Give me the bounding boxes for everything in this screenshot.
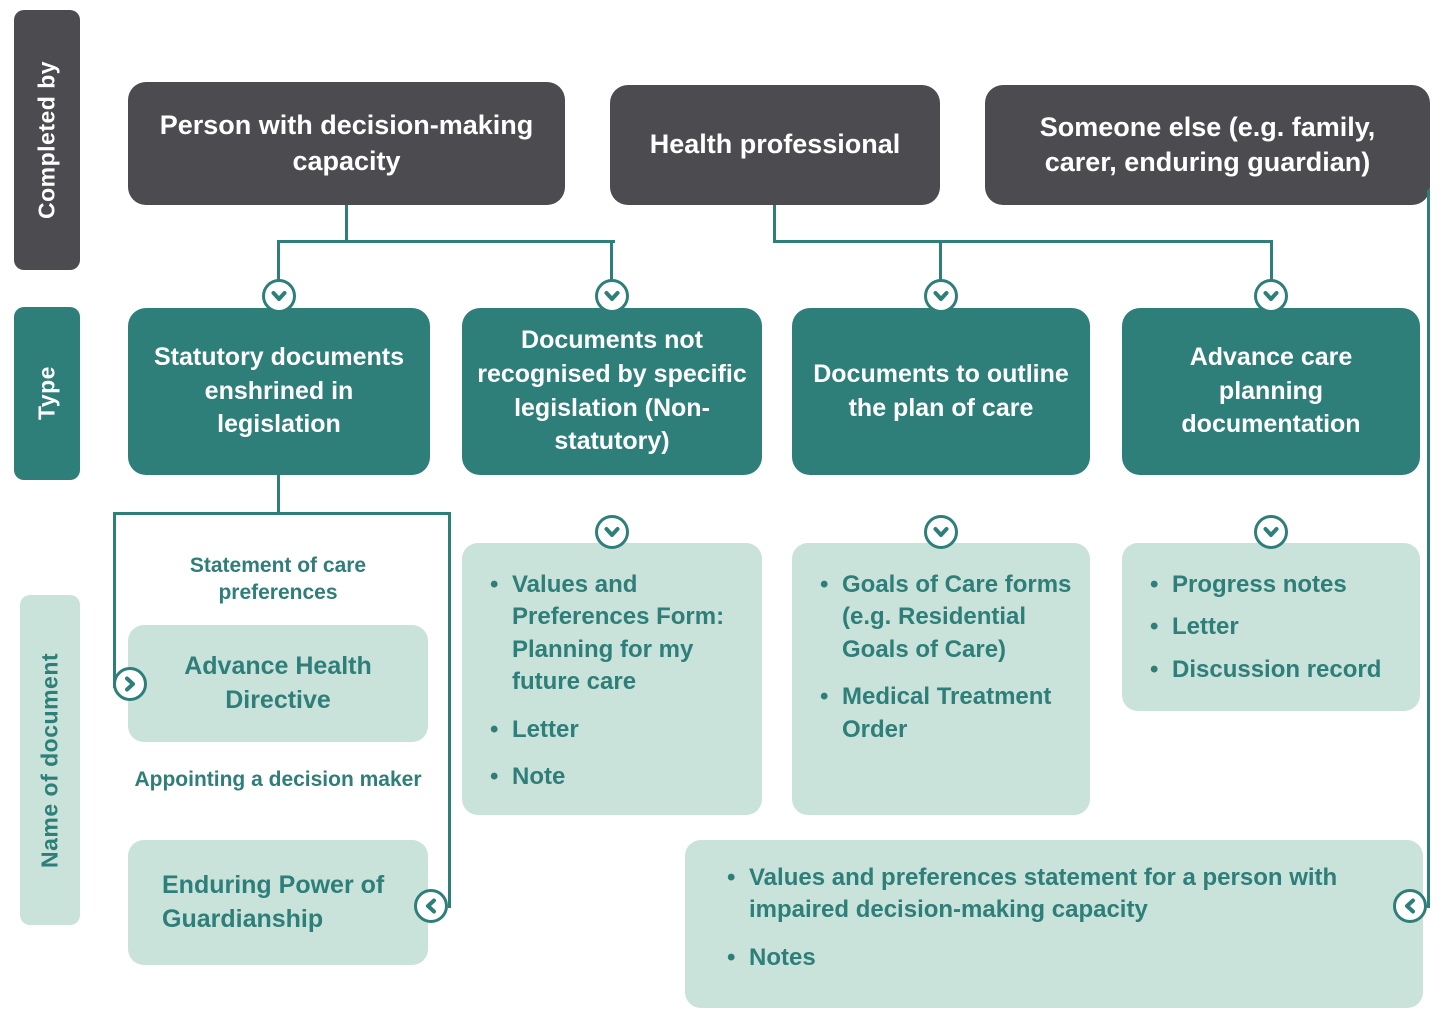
type-acp-documentation-box: Advance care planning documentation: [1122, 308, 1420, 475]
completed-by-person-box: Person with decision-making capacity: [128, 82, 565, 205]
list-item: Letter: [1146, 611, 1402, 644]
chevron-down-icon: [924, 515, 958, 549]
list-item: Medical Treatment Order: [816, 681, 1072, 746]
connector-someone-else-drop: [1427, 190, 1430, 908]
row-label-type: Type: [14, 307, 80, 480]
list-item: Notes: [723, 942, 1383, 975]
chevron-down-icon: [595, 515, 629, 549]
connector-drop-type2: [610, 240, 613, 288]
type-plan-of-care-box: Documents to outline the plan of care: [792, 308, 1090, 475]
connector-health-branch: [773, 240, 1273, 243]
advance-health-directive-box: Advance Health Directive: [128, 625, 428, 742]
connector-drop-type1: [277, 240, 280, 288]
connector-drop-type4: [1270, 240, 1273, 288]
connector-person-branch: [278, 240, 615, 243]
list-item: Values and preferences statement for a p…: [723, 862, 1383, 927]
appointing-decision-maker-label: Appointing a decision maker: [134, 768, 422, 791]
connector-statutory-stem: [277, 475, 280, 515]
connector-statutory-right-drop: [448, 512, 451, 908]
row-label-name-of-document: Name of document: [20, 595, 80, 925]
chevron-down-icon: [262, 279, 296, 313]
chevron-right-icon: [113, 667, 147, 701]
list-item: Discussion record: [1146, 654, 1402, 687]
acp-documentation-box: Progress notes Letter Discussion record: [1122, 543, 1420, 711]
type-non-statutory-box: Documents not recognised by specific leg…: [462, 308, 762, 475]
someone-else-documents-box: Values and preferences statement for a p…: [685, 840, 1423, 1008]
non-statutory-documents-box: Values and Preferences Form: Planning fo…: [462, 543, 762, 815]
list-item: Values and Preferences Form: Planning fo…: [486, 569, 744, 699]
connector-health-stem: [773, 205, 776, 242]
chevron-down-icon: [595, 279, 629, 313]
list-item: Progress notes: [1146, 569, 1402, 602]
list-item: Note: [486, 761, 744, 794]
completed-by-someone-else-box: Someone else (e.g. family, carer, enduri…: [985, 85, 1430, 205]
plan-of-care-documents-box: Goals of Care forms (e.g. Residential Go…: [792, 543, 1090, 815]
chevron-down-icon: [1254, 515, 1288, 549]
row-label-completed-by: Completed by: [14, 10, 80, 270]
list-item: Goals of Care forms (e.g. Residential Go…: [816, 569, 1072, 666]
chevron-down-icon: [1254, 279, 1288, 313]
type-statutory-box: Statutory documents enshrined in legisla…: [128, 308, 430, 475]
connector-person-stem: [345, 205, 348, 242]
list-item: Letter: [486, 714, 744, 747]
connector-statutory-left-drop: [113, 512, 116, 688]
chevron-left-icon: [1393, 889, 1427, 923]
connector-statutory-branch: [113, 512, 451, 515]
enduring-power-guardianship-box: Enduring Power of Guardianship: [128, 840, 428, 965]
connector-drop-type3: [939, 240, 942, 288]
chevron-down-icon: [924, 279, 958, 313]
chevron-left-icon: [414, 889, 448, 923]
statement-of-care-preferences-label: Statement of care preferences: [189, 554, 367, 605]
completed-by-health-professional-box: Health professional: [610, 85, 940, 205]
